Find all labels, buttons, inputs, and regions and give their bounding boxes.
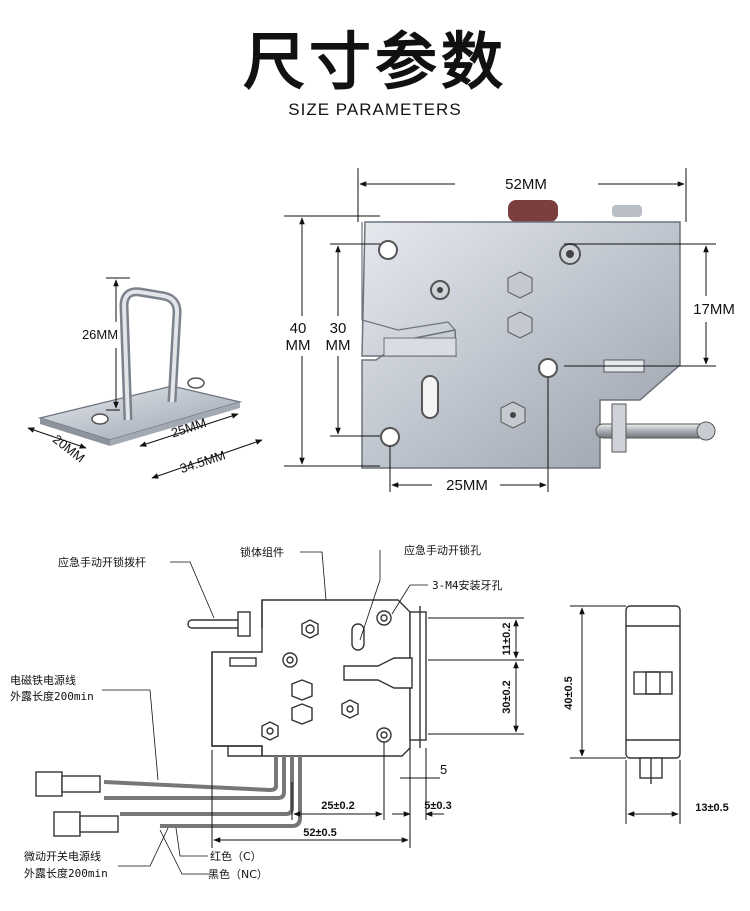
- dim-26mm: 26MM: [82, 327, 118, 342]
- drawing-labels: 应急手动开锁拨杆 锁体组件 应急手动开锁孔 3-M4安装牙孔 电磁铁电源线 外露…: [10, 543, 503, 881]
- label-emergency-hole: 应急手动开锁孔: [404, 543, 481, 557]
- label-red-c: 红色（C）: [210, 849, 262, 863]
- page-subtitle: SIZE PARAMETERS: [288, 100, 462, 119]
- staple-dimensions: 26MM 25MM 34.5MM 20MM: [27, 277, 263, 479]
- leader-lines: [102, 550, 428, 875]
- tech-drawing-dim-text: 11±0.2 30±0.2 5 25±0.2 5±0.3 52±0.5: [303, 623, 513, 839]
- tech-drawing-side: [625, 605, 681, 784]
- tech-drawing-front: [35, 599, 427, 837]
- label-lock-body: 锁体组件: [240, 545, 284, 559]
- dim-30: 30±0.2: [501, 680, 513, 714]
- dim-30-value: 30: [330, 320, 347, 337]
- dim-40-side: 40±0.5: [563, 676, 575, 710]
- label-switch-wire: 微动开关电源线: [24, 849, 101, 863]
- dim-40-unit: MM: [286, 337, 311, 354]
- dim-11: 11±0.2: [501, 623, 513, 656]
- dim-345mm: 34.5MM: [178, 447, 227, 476]
- dim-52mm: 52MM: [505, 176, 547, 193]
- lock-photo: [361, 200, 716, 469]
- dim-25mm: 25MM: [446, 477, 488, 494]
- dim-30-unit: MM: [326, 337, 351, 354]
- dim-13: 13±0.5: [695, 802, 729, 814]
- dim-17mm: 17MM: [693, 301, 735, 318]
- label-black-nc: 黑色（NC）: [208, 867, 268, 881]
- page-title: 尺寸参数: [242, 25, 507, 98]
- label-solenoid-wire: 电磁铁电源线: [10, 673, 76, 687]
- dim-40-value: 40: [290, 320, 307, 337]
- photo-dimensions: 52MM 40 MM 30 MM 17MM 25MM: [284, 168, 735, 494]
- dim-25: 25±0.2: [321, 800, 355, 812]
- tech-drawing-dims: [211, 617, 524, 848]
- dim-5-03: 5±0.3: [424, 800, 451, 812]
- label-solenoid-length: 外露长度200min: [10, 689, 94, 703]
- dim-5: 5: [440, 762, 447, 777]
- label-m4-holes: 3-M4安装牙孔: [432, 578, 503, 592]
- dim-52: 52±0.5: [303, 827, 337, 839]
- label-switch-length: 外露长度200min: [24, 866, 108, 880]
- side-dims: [570, 605, 681, 824]
- label-emergency-lever: 应急手动开锁拨杆: [58, 555, 146, 569]
